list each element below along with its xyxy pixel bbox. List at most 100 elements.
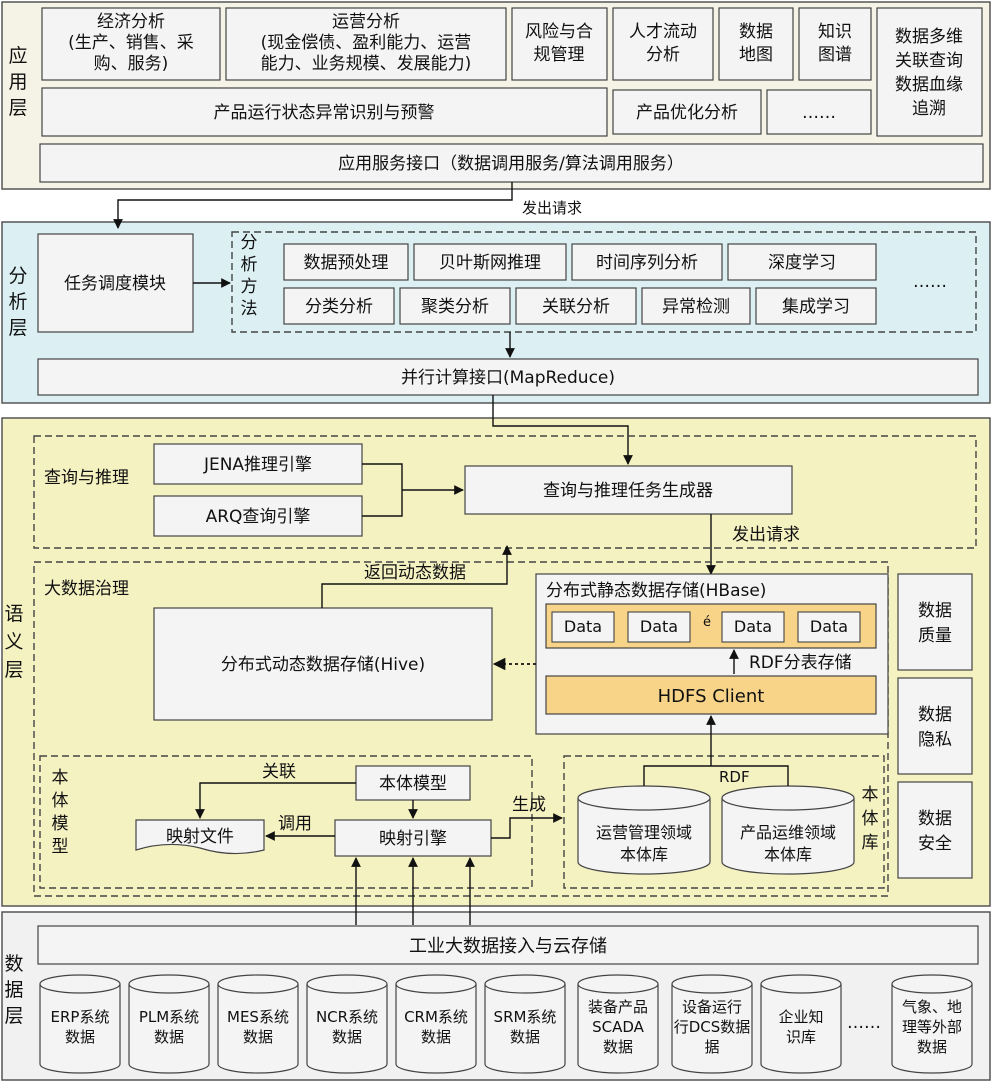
hdfs-client-box bbox=[545, 675, 877, 715]
data-cell-1 bbox=[551, 611, 615, 643]
data-cell-2 bbox=[627, 611, 691, 643]
data-source-db: NCR系统数据 bbox=[306, 974, 388, 1074]
request-label-semantic: 发出请求 bbox=[732, 525, 800, 545]
data-source-db: ERP系统数据 bbox=[39, 974, 121, 1074]
talent-flow-box bbox=[612, 7, 714, 81]
method-association-text: 关联分析 bbox=[542, 297, 610, 317]
request-arrow-top bbox=[113, 182, 513, 229]
task-generator-text: 查询与推理任务生成器 bbox=[543, 481, 713, 501]
data-layer-label: 数据层 bbox=[4, 953, 23, 1027]
data-source-text: PLM系统数据 bbox=[139, 1008, 199, 1046]
parallel-interface-text: 并行计算接口(MapReduce) bbox=[401, 368, 615, 388]
method-preprocess-text: 数据预处理 bbox=[304, 253, 389, 273]
arq-box bbox=[153, 495, 363, 537]
service-interface-box bbox=[39, 143, 984, 183]
optimization-box bbox=[612, 89, 762, 135]
rdf-store-label: RDF分表存储 bbox=[749, 653, 852, 673]
app-more-box bbox=[766, 89, 872, 135]
method-timeseries-box bbox=[571, 243, 723, 281]
associate-arrow bbox=[195, 782, 356, 819]
data-more-text: …… bbox=[847, 1013, 881, 1033]
method-bayes-text: 贝叶斯网推理 bbox=[439, 253, 541, 273]
method-cluster-text: 聚类分析 bbox=[421, 297, 489, 317]
multidim-query-text: 数据多维关联查询数据血缘追溯 bbox=[895, 27, 963, 119]
data-source-db: SRM系统数据 bbox=[484, 974, 566, 1074]
method-preprocess-box bbox=[283, 243, 409, 281]
product-ontology-db bbox=[721, 785, 855, 875]
methods-dashed-frame bbox=[231, 231, 977, 333]
method-classify-text: 分类分析 bbox=[305, 297, 373, 317]
mapping-file-text: 映射文件 bbox=[166, 827, 234, 847]
stray-mark: é bbox=[703, 615, 711, 630]
data-cell-3-text: Data bbox=[734, 617, 772, 636]
data-source-text: NCR系统数据 bbox=[316, 1008, 378, 1046]
method-association-box bbox=[515, 287, 637, 325]
associate-label: 关联 bbox=[262, 762, 296, 782]
knowledge-graph-box bbox=[798, 7, 872, 81]
methods-label: 分析方法 bbox=[241, 233, 258, 319]
service-interface-text: 应用服务接口（数据调用服务/算法调用服务） bbox=[338, 154, 684, 174]
data-source-db: 设备运行行DCS数据据 bbox=[671, 974, 753, 1074]
scheduler-text: 任务调度模块 bbox=[64, 274, 166, 294]
return-dynamic-data-label: 返回动态数据 bbox=[364, 563, 466, 583]
arq-text: ARQ查询引擎 bbox=[206, 507, 311, 527]
jena-connector bbox=[362, 463, 403, 490]
optimization-text: 产品优化分析 bbox=[636, 103, 738, 123]
ops-ontology-db bbox=[577, 785, 711, 875]
generate-label: 生成 bbox=[512, 795, 546, 815]
hive-box bbox=[153, 607, 493, 721]
task-generator-box bbox=[464, 465, 793, 515]
ingestion-text: 工业大数据接入与云存储 bbox=[409, 936, 607, 957]
operations-analysis-text: 运营分析(现金偿债、盈利能力、运营能力、业务规模、发展能力) bbox=[261, 12, 472, 74]
data-cell-4-text: Data bbox=[810, 617, 848, 636]
data-source-text: MES系统数据 bbox=[227, 1008, 289, 1046]
generate-arrow bbox=[491, 813, 563, 839]
data-security-text: 数据安全 bbox=[918, 809, 952, 854]
rdf-tree bbox=[643, 765, 789, 786]
ops-ontology-text: 运营管理领域本体库 bbox=[596, 823, 692, 864]
talent-flow-text: 人才流动分析 bbox=[629, 22, 697, 65]
operations-analysis-box bbox=[225, 7, 507, 81]
anomaly-warning-text: 产品运行状态异常识别与预警 bbox=[214, 103, 435, 123]
data-source-db: CRM系统数据 bbox=[395, 974, 477, 1074]
governance-label: 大数据治理 bbox=[44, 579, 129, 599]
jena-text: JENA推理引擎 bbox=[203, 455, 312, 475]
data-cell-1-text: Data bbox=[564, 617, 602, 636]
query-reasoning-label: 查询与推理 bbox=[44, 468, 129, 488]
ingestion-box bbox=[37, 925, 979, 965]
data-sources: ERP系统数据 PLM系统数据 MES系统数据 NCR系统数据 CRM系统数据 SRM系统… bbox=[39, 974, 973, 1074]
data-source-text: CRM系统数据 bbox=[404, 1008, 468, 1046]
data-privacy-text: 数据隐私 bbox=[918, 705, 952, 750]
method-cluster-box bbox=[399, 287, 511, 325]
hive-text: 分布式动态数据存储(Hive) bbox=[221, 655, 425, 675]
data-source-db: 企业知识库 bbox=[760, 974, 842, 1074]
data-cell-3 bbox=[721, 611, 785, 643]
risk-compliance-box bbox=[511, 7, 608, 81]
data-cell-4 bbox=[797, 611, 861, 643]
method-ensemble-box bbox=[755, 287, 877, 325]
data-security-box bbox=[897, 781, 973, 879]
risk-compliance-text: 风险与合规管理 bbox=[525, 22, 593, 65]
data-source-text: ERP系统数据 bbox=[51, 1008, 110, 1046]
request-label-top: 发出请求 bbox=[522, 199, 582, 217]
data-source-db: PLM系统数据 bbox=[128, 974, 210, 1074]
analysis-more-text: …… bbox=[913, 272, 947, 292]
hdfs-client-text: HDFS Client bbox=[658, 686, 765, 707]
rdf-label: RDF bbox=[719, 768, 750, 786]
analysis-layer-label: 分析层 bbox=[8, 265, 27, 339]
invoke-label: 调用 bbox=[278, 814, 312, 834]
economic-analysis-box bbox=[41, 7, 221, 81]
ontology-model-frame bbox=[39, 755, 533, 889]
data-map-text: 数据地图 bbox=[739, 22, 773, 65]
product-ontology-text: 产品运维领域本体库 bbox=[740, 823, 836, 864]
semantic-layer-label: 语义层 bbox=[4, 603, 23, 681]
app-more-text: …… bbox=[802, 103, 836, 123]
ontology-library-frame bbox=[563, 755, 885, 889]
mapping-file-doc bbox=[135, 819, 265, 855]
parallel-interface-box bbox=[37, 358, 979, 396]
data-source-db: MES系统数据 bbox=[217, 974, 299, 1074]
anomaly-warning-box bbox=[41, 87, 608, 137]
ontology-model-text: 本体模型 bbox=[379, 774, 447, 794]
